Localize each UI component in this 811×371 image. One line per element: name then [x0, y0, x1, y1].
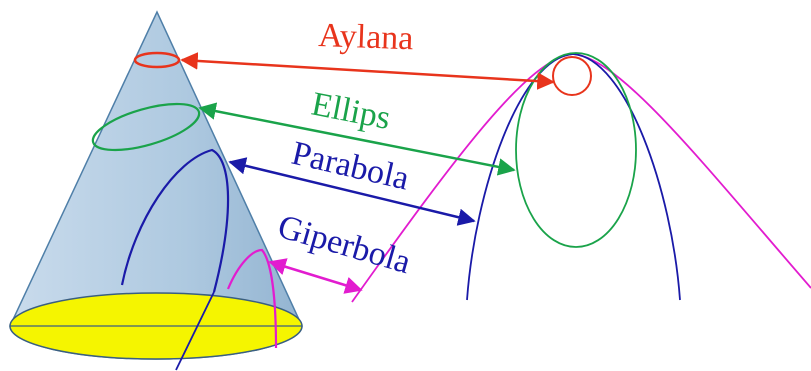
- ellipse-curve: [515, 52, 637, 248]
- hyperbola-section: [226, 248, 278, 349]
- circle-label: Aylana: [318, 17, 414, 57]
- hyperbola-arrow: [268, 258, 363, 294]
- circle-section: [133, 51, 181, 69]
- cone-axis-front: [175, 291, 215, 371]
- parabola-curve: [466, 53, 681, 301]
- hyperbola-curve: [351, 53, 811, 303]
- circle-curve: [552, 56, 592, 96]
- parabola-label: Parabola: [288, 135, 412, 198]
- parabola-arrow: [228, 157, 476, 226]
- circle-arrow: [180, 52, 555, 90]
- ellipse-label: Ellips: [308, 86, 393, 137]
